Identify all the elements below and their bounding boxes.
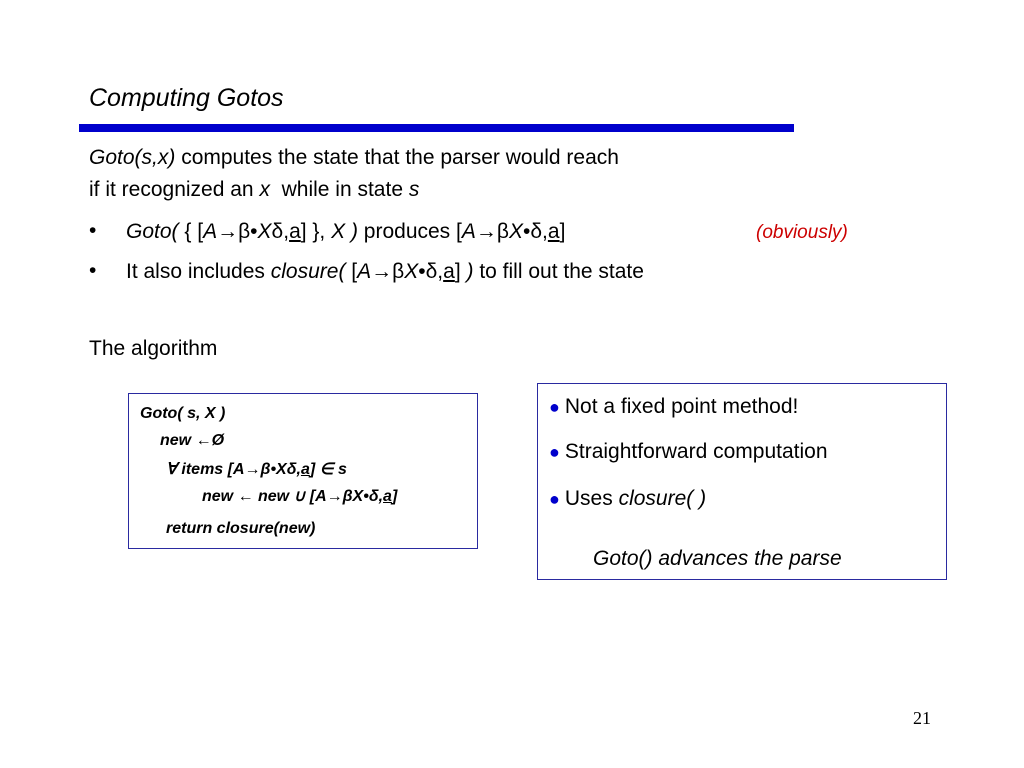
goto-sx-term: Goto(s,x)	[89, 146, 176, 169]
note-item-2-text: Straightforward computation	[564, 440, 828, 463]
notes-footer: Goto() advances the parse	[593, 547, 842, 570]
title-underline-rule	[79, 124, 794, 132]
note-bullet-icon: ●	[549, 489, 560, 509]
bullet-1-part: →β	[475, 220, 509, 243]
algo-line-2: new ←Ø	[160, 432, 225, 449]
bullet-2-part: •δ,	[418, 260, 444, 283]
algorithm-box	[128, 393, 478, 549]
bullet-1-part: →β•	[217, 220, 258, 243]
intro-line-2: if it recognized an x while in state s	[89, 178, 419, 202]
bullet-1-part: δ,	[271, 220, 290, 243]
algo-line-1: Goto( s, X )	[140, 405, 226, 422]
bullet-1-part: produces [	[357, 220, 462, 243]
page-number: 21	[913, 708, 931, 728]
intro-var-x: x	[259, 178, 270, 201]
bullet-2-part: [	[345, 260, 358, 283]
intro-var-s: s	[408, 178, 420, 201]
bullet-1-part: X	[508, 220, 523, 243]
algo-line-3-lookahead: a	[300, 461, 310, 478]
bullet-2-lookahead: a	[443, 260, 455, 283]
bullet-1-lookahead: a	[289, 220, 301, 243]
algo-line-4-part: ]	[391, 488, 398, 505]
algo-line-4-part: new ← new ∪ [	[202, 488, 316, 505]
algo-line-4-part: A→βX•δ,	[315, 488, 384, 505]
bullet-2-closure: closure(	[270, 260, 346, 283]
bullet-1-goto: Goto(	[126, 220, 179, 243]
bullet-1-lookahead: a	[547, 220, 560, 243]
bullet-1: Goto( { [A→β•Xδ,a] }, X ) produces [A→βX…	[126, 220, 565, 244]
bullet-2: It also includes closure( [A→βX•δ,a] ) t…	[126, 260, 644, 284]
intro-line-1: Goto(s,x) computes the state that the pa…	[89, 146, 619, 170]
bullet-1-part: ]	[559, 220, 566, 243]
note-item-1-text: Not a fixed point method!	[564, 395, 799, 418]
bullet-1-part: { [	[178, 220, 204, 243]
intro-line-2-text-a: if it recognized an	[89, 178, 260, 201]
note-item-3: ●Uses closure( )	[549, 487, 706, 511]
intro-line-1-text: computes the state that the parser would…	[175, 146, 619, 169]
note-bullet-icon: ●	[549, 442, 560, 462]
bullet-2-part: )	[460, 260, 474, 283]
bullet-1-part: A	[203, 220, 218, 243]
note-item-3-closure: closure( )	[618, 487, 707, 510]
algo-line-4-lookahead: a	[383, 488, 392, 505]
bullet-dot-2: •	[89, 259, 97, 282]
intro-line-2-text-b: while in state	[269, 178, 409, 201]
bullet-1-part: ] },	[300, 220, 332, 243]
algorithm-heading: The algorithm	[89, 337, 218, 360]
notes-box	[537, 383, 947, 580]
bullet-1-part: X	[257, 220, 272, 243]
algo-line-3-part: ] ∈ s	[309, 461, 347, 478]
bullet-1-part: •δ,	[522, 220, 548, 243]
bullet-1-part: X )	[331, 220, 358, 243]
bullet-1-part: A	[461, 220, 476, 243]
algo-line-3: ∀ items [A→β•Xδ,a] ∈ s	[166, 459, 347, 479]
note-item-3-text: Uses	[564, 487, 619, 510]
note-bullet-icon: ●	[549, 397, 560, 417]
algo-line-4: new ← new ∪ [A→βX•δ,a]	[202, 486, 397, 506]
algo-line-3-part: A→β•Xδ,	[232, 461, 301, 478]
bullet-2-part: A	[357, 260, 372, 283]
note-item-1: ●Not a fixed point method!	[549, 395, 798, 419]
bullet-2-part: It also includes	[126, 260, 271, 283]
algo-line-3-part: ∀ items [	[166, 461, 233, 478]
bullet-2-part: X	[404, 260, 419, 283]
bullet-2-part: →β	[371, 260, 405, 283]
bullet-2-part: ]	[454, 260, 461, 283]
algo-line-5: return closure(new)	[166, 520, 316, 537]
obviously-aside: (obviously)	[756, 222, 848, 243]
note-item-2: ●Straightforward computation	[549, 440, 828, 464]
bullet-2-part: to fill out the state	[473, 260, 644, 283]
bullet-dot-1: •	[89, 219, 97, 242]
slide-title: Computing Gotos	[89, 84, 284, 112]
